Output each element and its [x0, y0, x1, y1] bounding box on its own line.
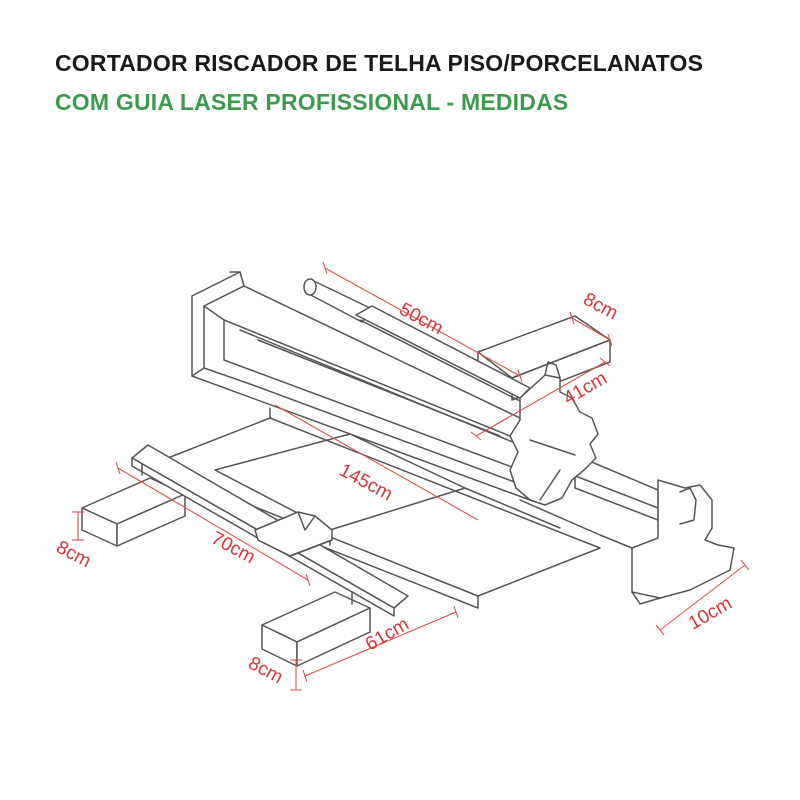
ruler-guide [131, 444, 409, 617]
page-subtitle: COM GUIA LASER PROFISSIONAL - MEDIDAS [55, 89, 569, 115]
main-frame [191, 271, 735, 605]
dim-rail-height: 8cm [580, 289, 622, 324]
dim-end-width: 10cm [685, 593, 736, 634]
dimension-lines [72, 261, 750, 691]
dim-cutting-length: 145cm [336, 460, 396, 505]
page-title: CORTADOR RISCADOR DE TELHA PISO/PORCELAN… [55, 50, 704, 76]
front-foot [261, 591, 371, 667]
cutter-head [509, 361, 599, 506]
dim-back-foot-height: 8cm [53, 537, 95, 572]
